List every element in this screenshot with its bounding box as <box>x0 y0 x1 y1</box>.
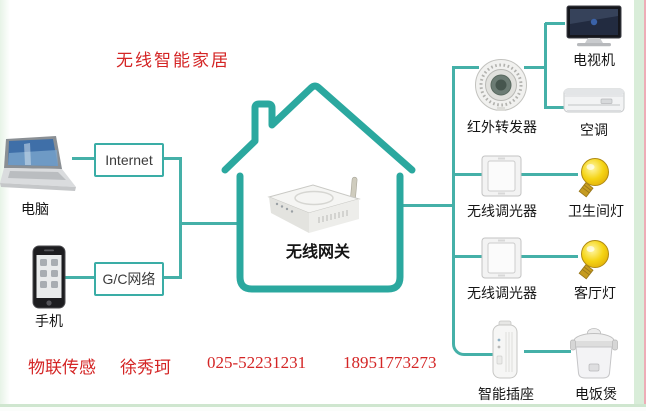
air-conditioner-label: 空调 <box>580 124 608 139</box>
bathroom-bulb-icon <box>578 158 609 198</box>
line-dimmer1-bulb <box>521 173 578 176</box>
gc-network-box-label: G/C网络 <box>102 271 156 287</box>
livingroom-bulb-icon <box>578 240 609 280</box>
dimmer2-label: 无线调光器 <box>467 287 537 302</box>
smart-socket-icon <box>492 320 518 379</box>
line-bracket-ac <box>545 106 565 109</box>
bottom-edge-white <box>0 407 646 411</box>
footer-contact-name: 徐秀珂 <box>120 358 171 377</box>
rice-cooker-icon <box>570 328 618 379</box>
line-ir-bracket <box>524 66 546 69</box>
line-left-vertical <box>179 157 182 279</box>
rice-cooker-label: 电饭煲 <box>575 388 617 403</box>
dimmer1-icon <box>481 155 522 197</box>
line-right-trunk <box>452 66 455 342</box>
bottom-edge-line <box>0 404 646 407</box>
dimmer1-label: 无线调光器 <box>467 205 537 220</box>
internet-box: Internet <box>94 143 164 177</box>
air-conditioner-icon <box>563 88 625 113</box>
computer-label: 电脑 <box>21 203 49 218</box>
line-bracket-vertical <box>544 23 547 109</box>
line-branch-dimmer2 <box>454 255 483 258</box>
line-phone-gc <box>63 276 94 279</box>
left-edge-stripe <box>0 0 10 411</box>
line-junction-house <box>182 222 240 225</box>
line-laptop-internet <box>72 157 94 160</box>
internet-box-label: Internet <box>105 152 153 168</box>
line-gc-junction <box>160 276 182 279</box>
gateway-label: 无线网关 <box>285 244 350 261</box>
footer-company: 物联传感 <box>28 358 96 377</box>
line-socket-cooker <box>524 350 571 353</box>
house-outline-icon <box>221 82 416 293</box>
dimmer2-icon <box>481 237 522 279</box>
phone-label: 手机 <box>35 315 63 330</box>
footer-telephone: 025-52231231 <box>207 353 307 372</box>
livingroom-light-label: 客厅灯 <box>574 287 616 302</box>
right-edge-pink-stripe <box>644 0 646 411</box>
wireless-gateway-icon <box>267 176 361 233</box>
ir-repeater-icon <box>475 59 527 111</box>
line-trunk-socket-curve <box>452 340 493 356</box>
ir-repeater-label: 红外转发器 <box>467 121 537 136</box>
tv-icon <box>566 5 622 47</box>
line-bracket-tv <box>545 22 565 25</box>
phone-icon <box>32 245 66 309</box>
line-branch-dimmer1 <box>454 173 483 176</box>
line-branch-ir <box>454 66 479 69</box>
tv-label: 电视机 <box>573 54 615 69</box>
bathroom-light-label: 卫生间灯 <box>568 205 624 220</box>
line-dimmer2-bulb <box>521 255 578 258</box>
right-edge-green-stripe <box>634 0 644 411</box>
footer-mobile: 18951773273 <box>343 353 437 372</box>
diagram-title: 无线智能家居 <box>116 51 230 70</box>
computer-icon <box>0 136 76 191</box>
line-house-trunk <box>401 204 454 207</box>
line-internet-junction <box>160 157 182 160</box>
gc-network-box: G/C网络 <box>94 262 164 296</box>
smart-socket-label: 智能插座 <box>478 388 534 403</box>
